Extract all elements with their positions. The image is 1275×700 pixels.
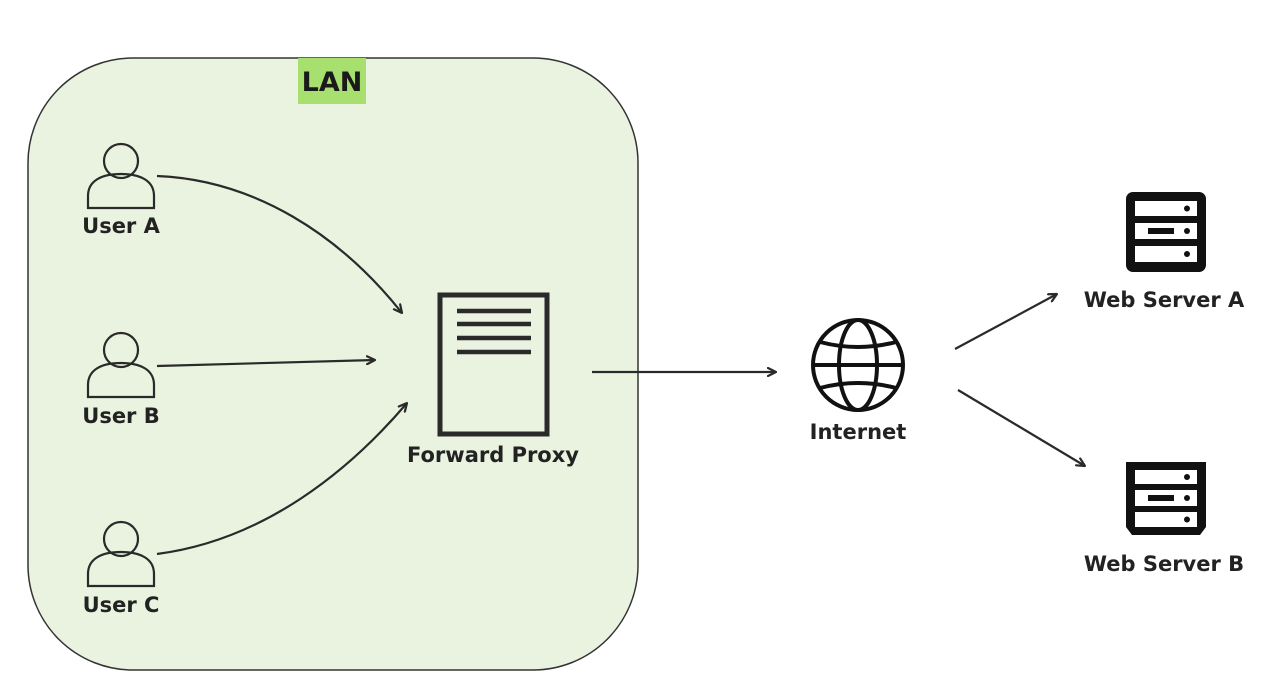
user-a: User A: [82, 142, 161, 238]
web-server-a-label: Web Server A: [1084, 288, 1245, 312]
forward-proxy-label: Forward Proxy: [407, 443, 579, 467]
arrow-user-c-to-proxy: [156, 403, 407, 556]
lan-label-background: [298, 58, 366, 104]
web-server-a: Web Server A: [1084, 192, 1245, 312]
internet-label: Internet: [810, 420, 907, 444]
document-icon: [437, 292, 550, 437]
globe-icon: [811, 318, 905, 412]
forward-proxy: Forward Proxy: [407, 292, 579, 467]
user-c: User C: [83, 520, 160, 617]
user-b: User B: [82, 331, 160, 428]
arrow-user-b-to-proxy: [156, 360, 375, 368]
user-icon: [86, 142, 156, 210]
arrow-internet-to-server-b: [957, 389, 1085, 466]
lan-label-text: LAN: [302, 67, 363, 98]
user-a-label: User A: [82, 214, 160, 238]
lan-label: LAN: [298, 58, 366, 104]
user-c-label: User C: [83, 593, 160, 617]
web-server-b-label: Web Server B: [1084, 552, 1244, 576]
internet: Internet: [810, 318, 907, 444]
user-icon: [86, 520, 156, 588]
user-icon: [86, 331, 156, 399]
server-icon: [1126, 462, 1206, 535]
arrow-user-a-to-proxy: [156, 174, 402, 313]
arrow-internet-to-server-a: [954, 294, 1057, 350]
user-b-label: User B: [82, 404, 159, 428]
web-server-b: Web Server B: [1084, 462, 1244, 576]
server-icon: [1126, 192, 1206, 272]
